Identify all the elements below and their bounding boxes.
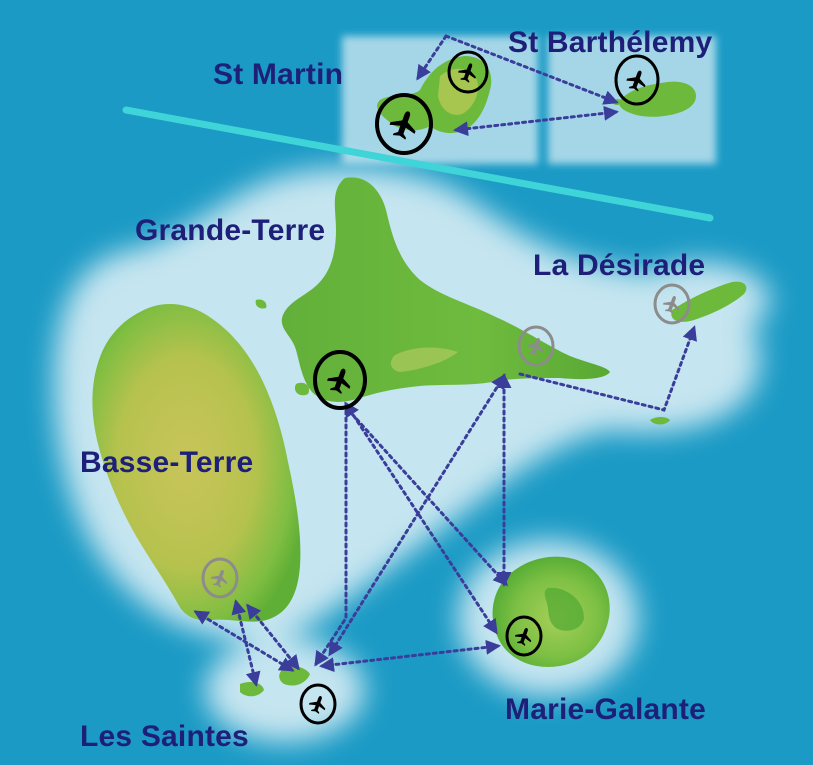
islet-bay (294, 382, 310, 396)
island-basse-terre (92, 303, 301, 622)
marie-galante-ridge (544, 587, 584, 631)
airport-saint-francois (517, 325, 555, 367)
label-la-desirade: La Désirade (533, 249, 706, 282)
route-stmartin-stbarth-top (416, 34, 448, 81)
island-la-desirade (671, 281, 747, 322)
label-grande-terre: Grande-Terre (135, 214, 326, 247)
route-stfrancois-desirade (518, 325, 697, 412)
route-stmartin-stbarth-top2 (444, 34, 619, 105)
grande-terre-highland (390, 347, 458, 372)
label-les-saintes: Les Saintes (80, 720, 249, 753)
airport-st-martin-regional (447, 50, 489, 94)
route-basse-saintes3 (246, 603, 300, 671)
label-st-barthelemy: St Barthélemy (508, 26, 713, 59)
airport-st-martin-main (375, 93, 433, 155)
label-basse-terre: Basse-Terre (80, 446, 254, 479)
airport-les-saintes (299, 683, 337, 725)
route-stbarth-stmartin (453, 105, 619, 137)
inset-divider-line (122, 106, 714, 222)
label-st-martin: St Martin (213, 58, 344, 91)
airport-marie-galante (505, 615, 543, 657)
islet-north (255, 299, 267, 309)
route-stfrancois-saintes (328, 373, 506, 657)
flight-routes (193, 34, 697, 687)
label-marie-galante: Marie-Galante (505, 693, 706, 726)
airport-la-desirade (653, 283, 691, 325)
airport-basse-terre (201, 557, 239, 599)
islet-petite-terre (650, 417, 670, 425)
airport-pointe-a-pitre (313, 350, 367, 410)
route-saintes-marie (319, 639, 501, 673)
airport-st-barthelemy (614, 54, 660, 106)
